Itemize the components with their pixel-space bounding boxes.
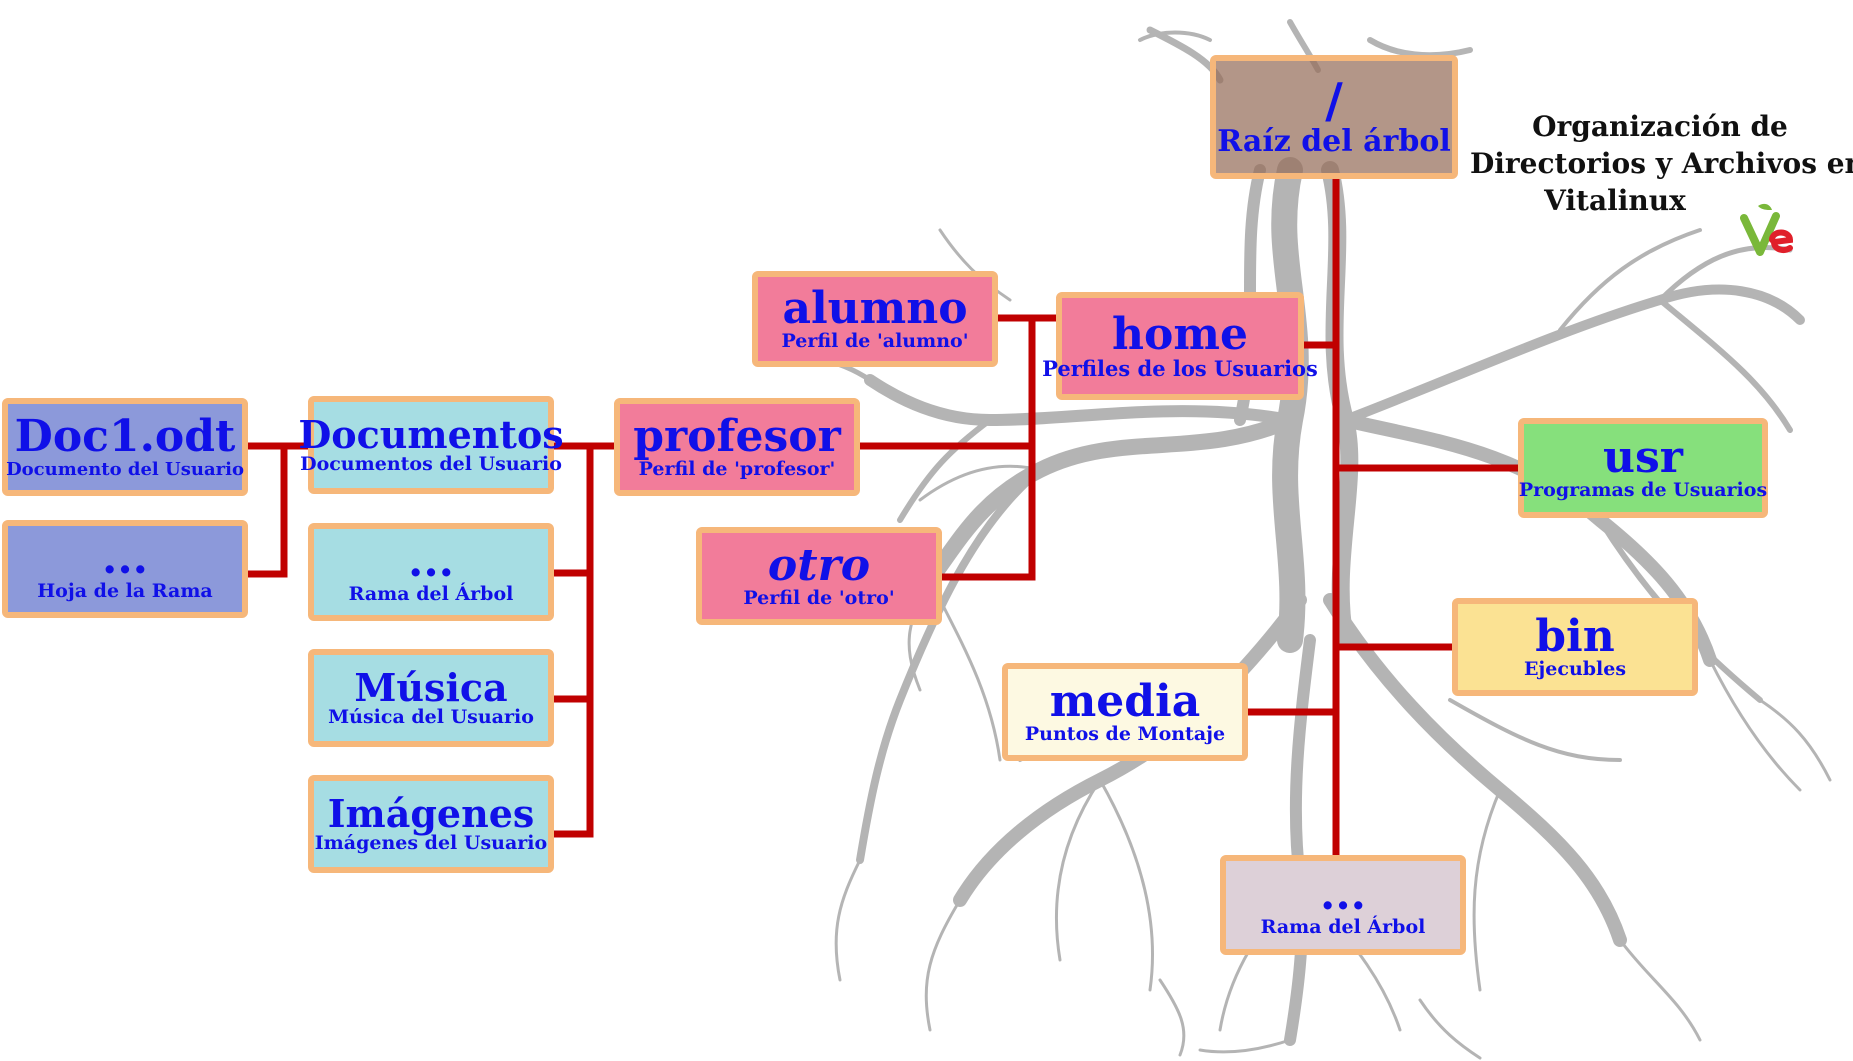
node-bin-label: bin <box>1535 610 1615 662</box>
node-doc1-sub: Documento del Usuario <box>6 458 244 480</box>
node-doc1: Doc1.odt Documento del Usuario <box>2 398 248 496</box>
node-doc1-label: Doc1.odt <box>14 411 236 463</box>
node-musica-label: Música <box>354 665 508 711</box>
node-usr-sub: Programas de Usuarios <box>1518 479 1768 502</box>
title-line-1: Organización de <box>1532 110 1788 143</box>
node-alumno-sub: Perfil de 'alumno' <box>781 330 969 353</box>
node-home-sub: Perfiles de los Usuarios <box>1042 356 1318 382</box>
node-bin-sub: Ejecubles <box>1523 658 1627 681</box>
node-leaf-more-label: ... <box>102 532 148 584</box>
node-media-label: media <box>1049 675 1201 727</box>
node-imagenes-label: Imágenes <box>327 791 535 837</box>
node-home-label: home <box>1112 308 1248 360</box>
node-root: / Raíz del árbol <box>1210 55 1458 179</box>
node-media-sub: Puntos de Montaje <box>1024 723 1226 746</box>
node-usr-label: usr <box>1603 431 1683 483</box>
node-media: media Puntos de Montaje <box>1002 663 1248 761</box>
node-profesor-sub: Perfil de 'profesor' <box>638 458 836 481</box>
node-bin: bin Ejecubles <box>1452 598 1698 696</box>
node-documentos-sub: Documentos del Usuario <box>300 452 562 475</box>
node-documentos: Documentos Documentos del Usuario <box>298 396 564 494</box>
node-branch-more: ... Rama del Árbol <box>308 523 554 621</box>
node-leaf-more-sub: Hoja de la Rama <box>37 580 213 603</box>
node-profesor: profesor Perfil de 'profesor' <box>614 398 860 496</box>
node-otro-label: otro <box>767 539 871 591</box>
node-branch-more-label: ... <box>408 535 454 587</box>
node-root-more: ... Rama del Árbol <box>1220 855 1466 955</box>
title-line-3: Vitalinux <box>1544 184 1686 218</box>
node-documentos-label: Documentos <box>298 412 564 458</box>
node-branch-more-sub: Rama del Árbol <box>348 583 514 606</box>
node-root-more-sub: Rama del Árbol <box>1260 916 1426 939</box>
node-usr: usr Programas de Usuarios <box>1518 418 1768 518</box>
node-musica-sub: Música del Usuario <box>328 705 534 728</box>
node-musica: Música Música del Usuario <box>308 649 554 747</box>
node-alumno-label: alumno <box>782 282 968 334</box>
node-profesor-label: profesor <box>633 410 841 462</box>
node-home: home Perfiles de los Usuarios <box>1042 292 1318 400</box>
node-imagenes: Imágenes Imágenes del Usuario <box>308 775 554 873</box>
node-otro: otro Perfil de 'otro' <box>696 527 942 625</box>
diagram-title: Organización de Directorios y Archivos e… <box>1470 108 1853 220</box>
node-imagenes-sub: Imágenes del Usuario <box>314 831 548 854</box>
node-alumno: alumno Perfil de 'alumno' <box>752 271 998 367</box>
node-root-sub: Raíz del árbol <box>1217 124 1451 160</box>
vitalinux-logo-icon <box>1740 203 1794 256</box>
node-root-label: / <box>1325 73 1343 130</box>
node-otro-sub: Perfil de 'otro' <box>743 587 895 610</box>
edge-profesor-bus <box>586 442 618 838</box>
title-line-2: Directorios y Archivos en <box>1470 147 1853 181</box>
node-root-more-label: ... <box>1320 868 1366 920</box>
node-leaf-more: ... Hoja de la Rama <box>2 520 248 618</box>
